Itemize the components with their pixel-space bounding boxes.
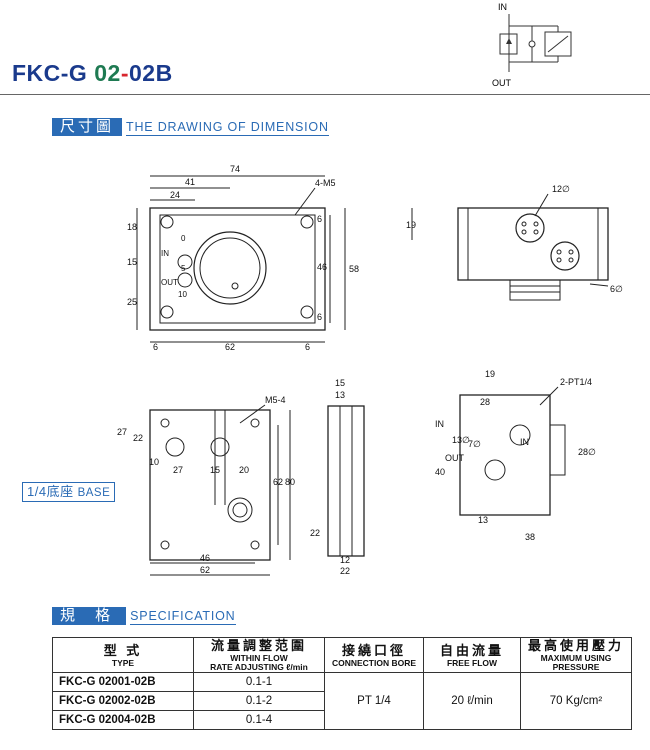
svg-text:24: 24 [170, 190, 180, 200]
svg-text:58: 58 [349, 264, 359, 274]
svg-text:62: 62 [200, 565, 210, 575]
svg-text:2-PT1/4: 2-PT1/4 [560, 377, 592, 387]
svg-text:40: 40 [435, 467, 445, 477]
svg-text:15: 15 [210, 465, 220, 475]
svg-text:18: 18 [127, 222, 137, 232]
side-view-drawing: 19 12∅ 6∅ [406, 184, 623, 301]
svg-text:22: 22 [340, 566, 350, 576]
svg-text:12∅: 12∅ [552, 184, 570, 194]
svg-text:20: 20 [239, 465, 249, 475]
svg-text:6∅: 6∅ [610, 284, 623, 294]
svg-text:IN: IN [435, 419, 444, 429]
svg-text:12: 12 [340, 555, 350, 565]
specification-table: 型 式 TYPE 流量調整范圍 WITHIN FLOW RATE ADJUSTI… [52, 637, 632, 730]
front-view-drawing: 74 41 24 4-M5 0 IN 5 OUT 10 18 15 25 6 4… [127, 164, 359, 352]
svg-text:62: 62 [225, 342, 235, 352]
base-right-drawing: 19 2-PT1/4 28 IN 13∅ 7∅ IN OUT 40 28∅ 13… [435, 369, 596, 542]
table-row: FKC-G 02001-02B 0.1-1 PT 1/4 20 ℓ/min 70… [52, 672, 632, 730]
header-max-pressure: 最高使用壓力 MAXIMUM USING PRESSURE [520, 637, 632, 673]
svg-text:M5-4: M5-4 [265, 395, 286, 405]
svg-text:7∅: 7∅ [468, 439, 481, 449]
base-plan-drawing: M5-4 27 22 10 27 15 20 62 80 46 62 [117, 395, 295, 576]
svg-text:22: 22 [133, 433, 143, 443]
header-connection-bore: 接繞口徑 CONNECTION BORE [324, 637, 424, 673]
svg-text:62: 62 [273, 477, 283, 487]
svg-text:28∅: 28∅ [578, 447, 596, 457]
symbol-out-label: OUT [492, 78, 512, 88]
svg-text:41: 41 [185, 177, 195, 187]
svg-text:27: 27 [173, 465, 183, 475]
svg-text:5: 5 [181, 264, 186, 273]
spec-section-heading: 規 格 SPECIFICATION [52, 607, 236, 625]
table-row: FKC-G 02004-02B 0.1-4 [52, 710, 632, 730]
svg-text:6: 6 [317, 312, 322, 322]
svg-text:10: 10 [178, 290, 187, 299]
svg-text:IN: IN [161, 249, 169, 258]
svg-text:46: 46 [317, 262, 327, 272]
drawing-section-heading: 尺寸圖 THE DRAWING OF DIMENSION [52, 118, 329, 136]
svg-text:15: 15 [127, 257, 137, 267]
symbol-in-label: IN [498, 2, 507, 12]
svg-text:25: 25 [127, 297, 137, 307]
svg-text:OUT: OUT [161, 278, 178, 287]
table-row: FKC-G 02002-02B 0.1-2 [52, 691, 632, 711]
hydraulic-symbol: IN OUT [492, 2, 572, 88]
svg-text:80: 80 [285, 477, 295, 487]
svg-text:38: 38 [525, 532, 535, 542]
header-type: 型 式 TYPE [52, 637, 194, 673]
svg-text:13: 13 [335, 390, 345, 400]
spec-header-row: 型 式 TYPE 流量調整范圍 WITHIN FLOW RATE ADJUSTI… [52, 637, 632, 673]
model-title: FKC-G 02-02B [12, 60, 173, 86]
svg-text:19: 19 [406, 220, 416, 230]
header-flow-range: 流量調整范圍 WITHIN FLOW RATE ADJUSTING ℓ/min [193, 637, 325, 673]
svg-text:74: 74 [230, 164, 240, 174]
svg-text:4-M5: 4-M5 [315, 178, 336, 188]
svg-text:19: 19 [485, 369, 495, 379]
svg-text:6: 6 [305, 342, 310, 352]
svg-text:6: 6 [153, 342, 158, 352]
header-divider [0, 94, 650, 95]
svg-text:13: 13 [478, 515, 488, 525]
svg-text:15: 15 [335, 378, 345, 388]
header-free-flow: 自由流量 FREE FLOW [423, 637, 521, 673]
svg-text:13∅: 13∅ [452, 435, 470, 445]
svg-text:46: 46 [200, 553, 210, 563]
svg-text:22: 22 [310, 528, 320, 538]
svg-text:6: 6 [317, 214, 322, 224]
svg-text:0: 0 [181, 234, 186, 243]
svg-text:IN: IN [520, 437, 529, 447]
svg-text:27: 27 [117, 427, 127, 437]
svg-text:10: 10 [149, 457, 159, 467]
svg-text:28: 28 [480, 397, 490, 407]
base-side-drawing: 15 13 22 12 22 [310, 378, 365, 576]
svg-text:OUT: OUT [445, 453, 465, 463]
